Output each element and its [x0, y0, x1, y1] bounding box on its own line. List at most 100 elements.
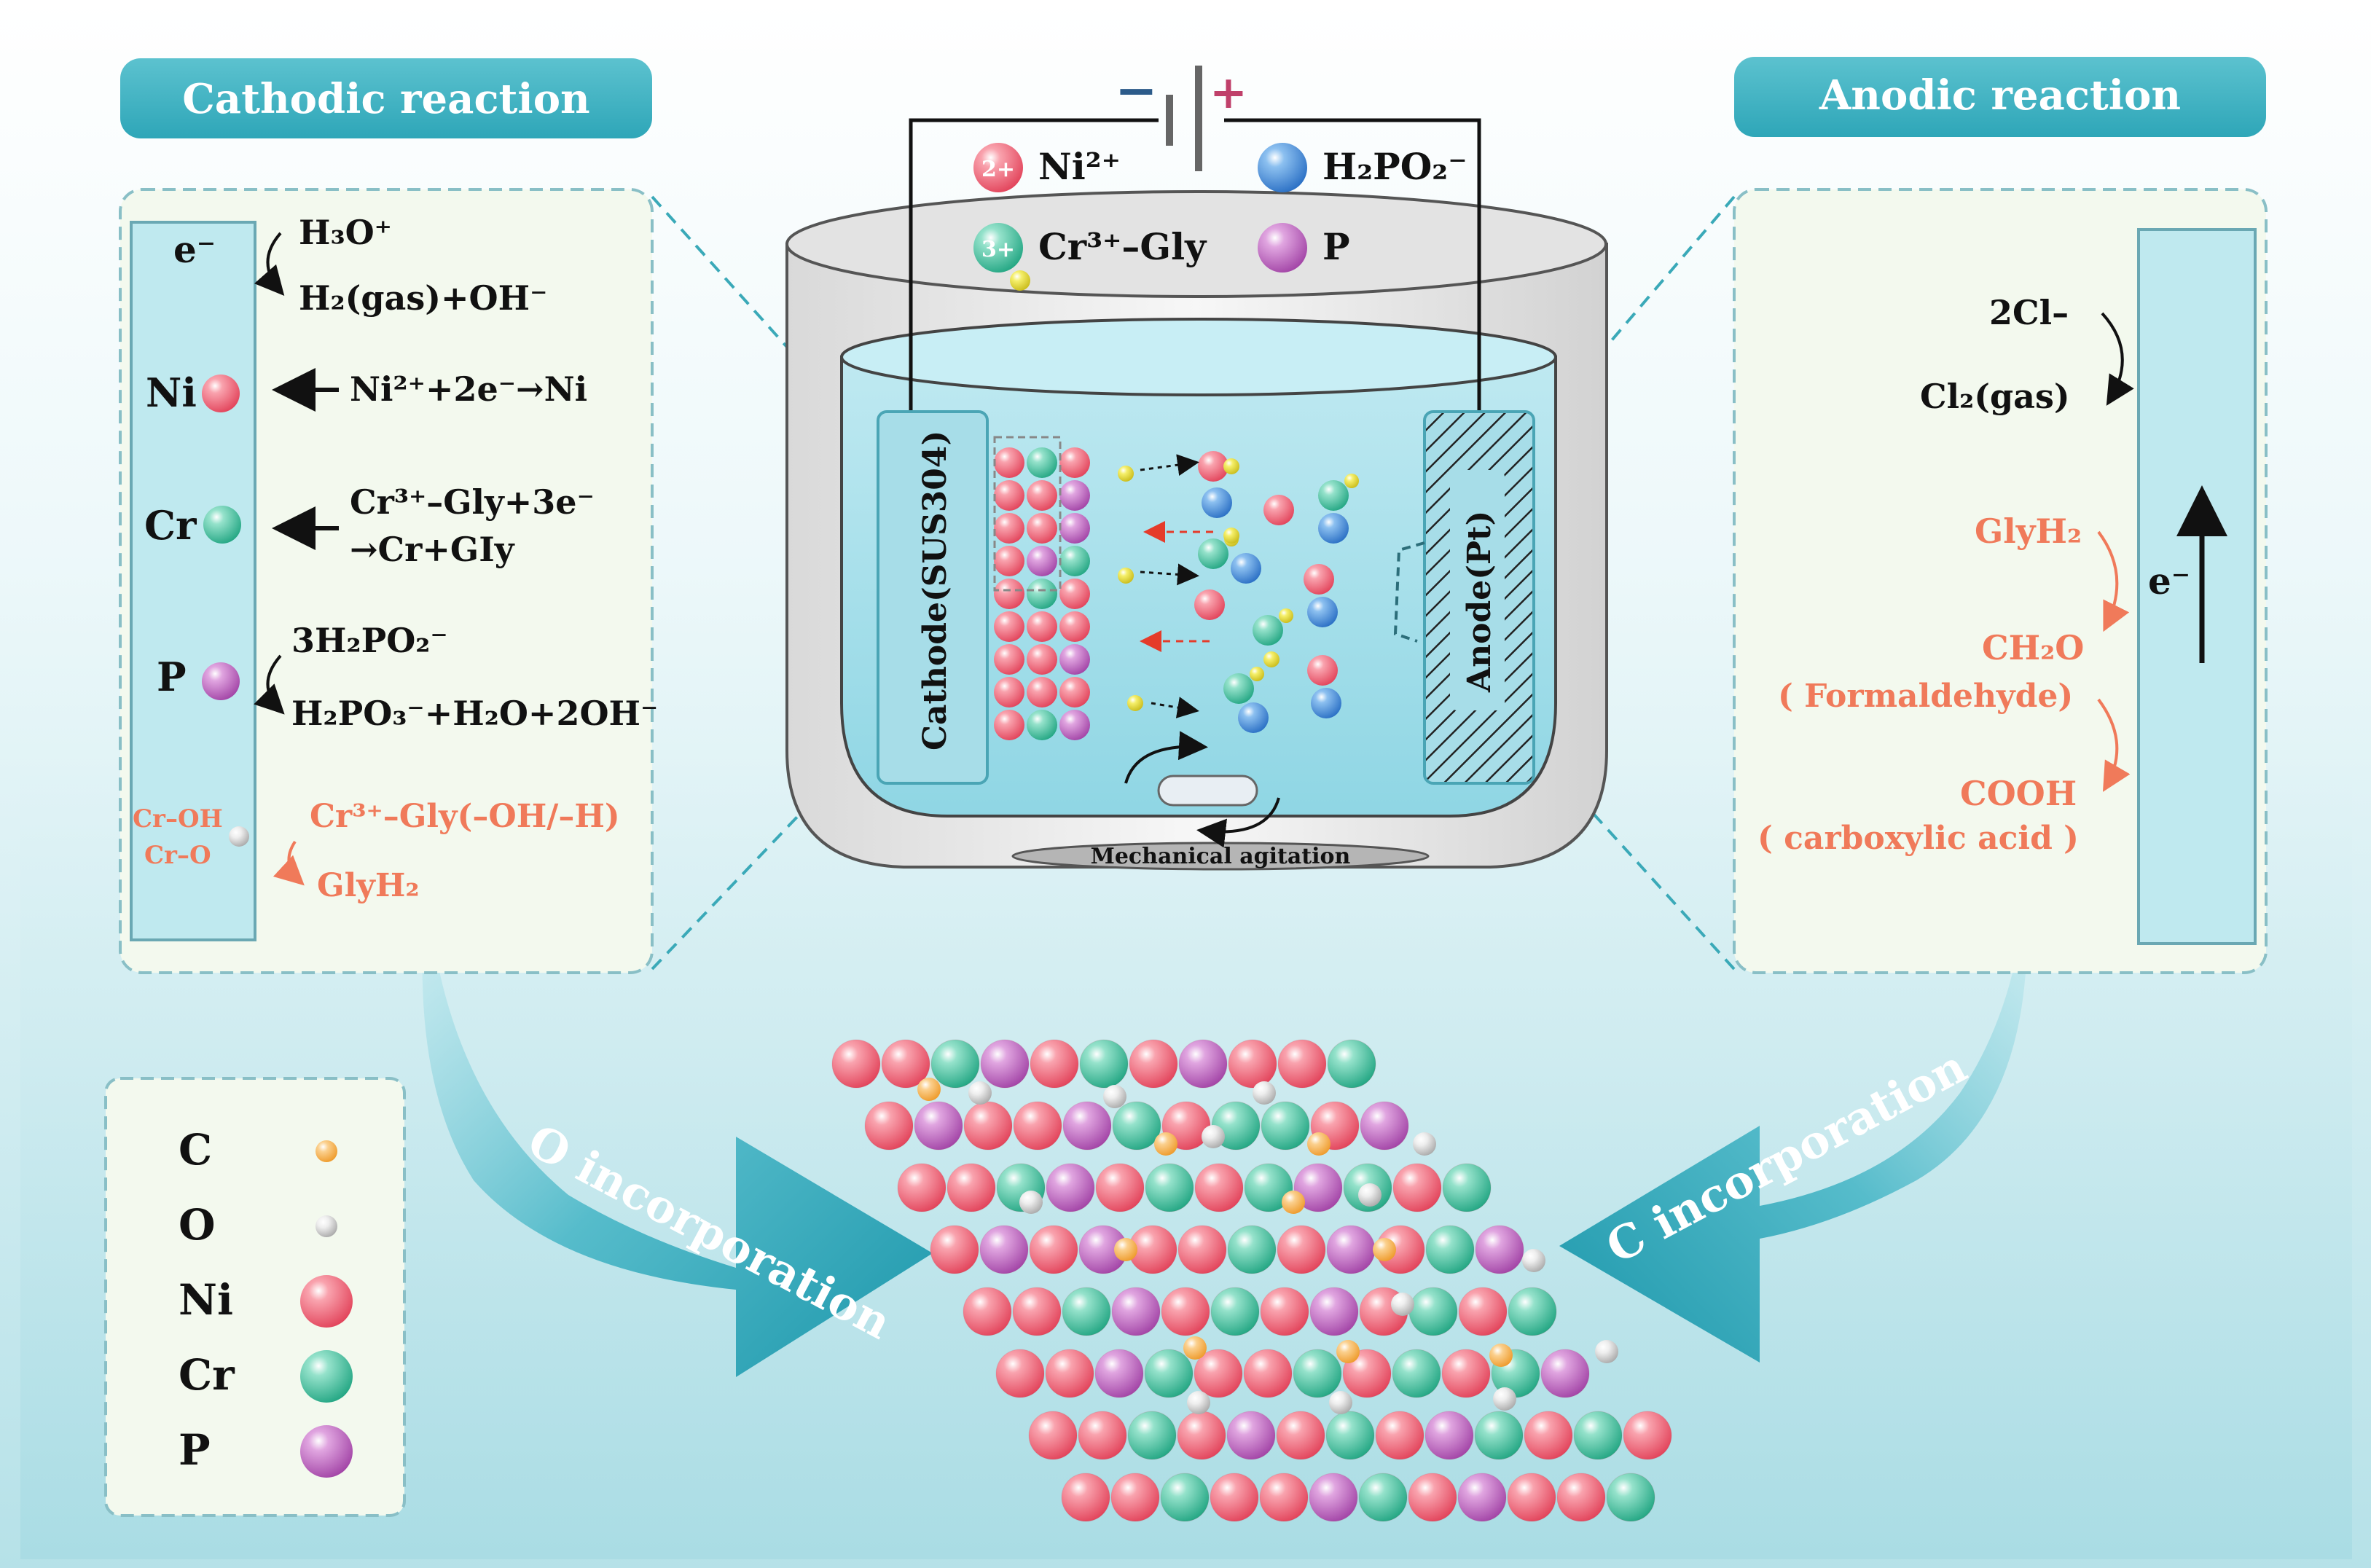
- orange-gly-complex: Cr³⁺–Gly(–OH/–H): [310, 798, 620, 835]
- lattice-small-atom: [1307, 1132, 1330, 1156]
- lattice-atom: [1556, 1473, 1606, 1522]
- gly-ligand: [1344, 474, 1359, 488]
- zoom-line: [1521, 734, 1736, 971]
- gly-ligand: [1223, 528, 1239, 544]
- ion-legend-label: Ni²⁺: [1038, 145, 1121, 188]
- eq-ni: Ni²⁺+2e⁻→Ni: [350, 369, 587, 409]
- deposited-atom: [1059, 677, 1090, 707]
- lattice-small-atom: [1493, 1387, 1516, 1411]
- lattice-atom: [831, 1039, 881, 1089]
- arrow-chain-1: [2097, 530, 2130, 632]
- arrow-h3o: [254, 232, 285, 297]
- lattice-atom: [1507, 1473, 1556, 1522]
- lattice-atom: [1127, 1411, 1177, 1460]
- lattice-atom: [1358, 1473, 1408, 1522]
- legend-label: Ni: [179, 1275, 233, 1325]
- ion-legend-label: P: [1322, 225, 1350, 268]
- lattice-atom: [1160, 1473, 1210, 1522]
- electrolytic-cell: − + Cathode(SUS304) Anode(Pt) Mechanical…: [651, 60, 1736, 971]
- deposited-atom: [1027, 480, 1057, 511]
- chain-cooh: COOH: [1960, 774, 2077, 813]
- anodic-electron: e⁻: [2148, 560, 2190, 603]
- lattice-atom: [1424, 1411, 1474, 1460]
- deposited-atom: [1027, 611, 1057, 642]
- cathodic-panel: e⁻ H₃O⁺ H₂(gas)+OH⁻ Ni Ni²⁺+2e⁻→Ni Cr Cr…: [119, 188, 658, 974]
- plus-sign: +: [1210, 66, 1247, 119]
- chain-carboxylic: ( carboxylic acid ): [1757, 820, 2079, 857]
- deposited-atom: [1059, 579, 1090, 609]
- lattice-atom: [1243, 1349, 1293, 1398]
- lattice-atom: [1095, 1163, 1145, 1212]
- mechanical-agitation-label: Mechanical agitation: [1091, 844, 1351, 869]
- ion: [1318, 480, 1349, 511]
- stir-arrow: [1124, 731, 1208, 784]
- side-product-cro: Cr–O: [144, 841, 211, 870]
- zoom-box: [993, 436, 1062, 592]
- lattice-atom: [1325, 1411, 1375, 1460]
- lattice-atom: [963, 1101, 1013, 1150]
- lattice-atom: [1573, 1411, 1623, 1460]
- lattice-atom: [1524, 1411, 1573, 1460]
- lattice-atom: [1178, 1039, 1228, 1089]
- element-p: P: [157, 654, 187, 700]
- anode-bracket: [1393, 541, 1425, 643]
- deposited-atom: [1059, 513, 1090, 544]
- arrow-cl: [2101, 312, 2134, 406]
- deposited-atom: [1059, 644, 1090, 675]
- ion-legend-icon: [1258, 143, 1307, 192]
- ion: [1223, 673, 1254, 704]
- gly-ligand: [1127, 695, 1143, 711]
- lattice-atom: [1210, 1473, 1259, 1522]
- deposited-atom: [1059, 480, 1090, 511]
- lattice-atom: [1508, 1287, 1557, 1336]
- eq-h3o: H₃O⁺: [299, 213, 392, 252]
- lattice-atom: [1457, 1473, 1507, 1522]
- lattice-small-atom: [1253, 1081, 1276, 1105]
- lattice-atom: [1046, 1163, 1095, 1212]
- lattice-atom: [1261, 1101, 1310, 1150]
- deposited-atom: [1059, 611, 1090, 642]
- ion-legend-label: Cr³⁺–Gly: [1038, 225, 1207, 268]
- ion: [1194, 589, 1225, 620]
- cathode-electrode-bar: [130, 221, 256, 941]
- gly-ligand: [1118, 568, 1134, 584]
- lattice-small-atom: [1373, 1238, 1396, 1261]
- lattice-atom: [864, 1101, 914, 1150]
- legend-label: C: [179, 1125, 212, 1175]
- lattice-atom: [1458, 1287, 1508, 1336]
- eq-h2gas: H₂(gas)+OH⁻: [299, 278, 547, 318]
- cathode: [877, 410, 989, 785]
- electrolyte-surface: [840, 318, 1557, 396]
- ion: [1304, 564, 1334, 595]
- lattice-atom: [1226, 1411, 1276, 1460]
- deposited-atom: [994, 710, 1024, 740]
- lattice-atom: [1309, 1287, 1359, 1336]
- legend-label: Cr: [179, 1350, 235, 1400]
- deposited-atom: [994, 513, 1024, 544]
- lattice-atom: [1177, 1411, 1226, 1460]
- lattice-atom: [1061, 1473, 1110, 1522]
- ion-motion-arrow: [1151, 697, 1199, 718]
- zoom-line: [651, 195, 876, 446]
- ion: [1202, 487, 1232, 518]
- eq-cr-top: Cr³⁺–Gly+3e⁻: [350, 482, 595, 522]
- lattice-atom: [1326, 1225, 1376, 1274]
- lattice-small-atom: [1103, 1085, 1126, 1108]
- deposited-atom: [1027, 513, 1057, 544]
- lattice-atom: [1079, 1039, 1129, 1089]
- lattice-atom: [1227, 1225, 1277, 1274]
- lattice-atom: [1375, 1411, 1424, 1460]
- ion-legend-icon: [973, 223, 1023, 273]
- deposited-atom: [1027, 677, 1057, 707]
- lattice-atom: [1144, 1349, 1194, 1398]
- lattice-atom: [1309, 1473, 1358, 1522]
- eq-p-bottom: H₂PO₃⁻+H₂O+2OH⁻: [291, 694, 658, 733]
- element-cr: Cr: [144, 502, 197, 549]
- lattice-atom: [1293, 1163, 1343, 1212]
- anodic-header: Anodic reaction: [1734, 57, 2266, 137]
- ion: [1307, 655, 1338, 686]
- lattice-atom: [1045, 1349, 1094, 1398]
